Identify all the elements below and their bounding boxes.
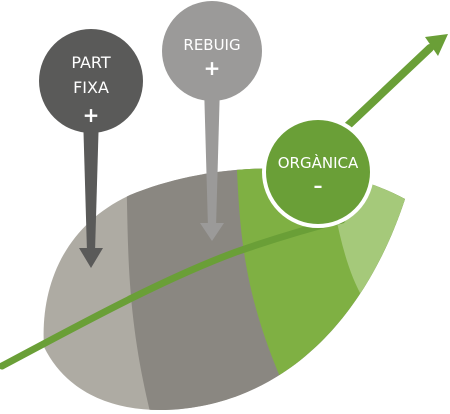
part-fixa-pin-stem [83,115,99,252]
organica-badge: ORGÀNICA – [262,116,374,228]
part-fixa-circle [39,29,143,133]
leaf-midrib [0,216,346,370]
part-fixa-sign: + [83,103,100,127]
rebuig-label: REBUIG [183,36,240,54]
organica-arrowhead [425,34,448,56]
organica-circle [262,116,374,228]
organica-sign: – [314,176,323,197]
rebuig-arrowhead [200,223,224,241]
rebuig-sign: + [204,56,221,80]
part-fixa-pin: PART FIXA + [39,29,143,268]
rebuig-pin-stem [204,85,220,228]
organica-label: ORGÀNICA [278,153,359,172]
part-fixa-label-line1: PART [71,53,111,72]
part-fixa-arrowhead [79,248,103,268]
rebuig-circle [162,1,262,101]
rebuig-pin: REBUIG + [162,1,262,241]
part-fixa-label-line2: FIXA [73,78,109,97]
leaf-shape [43,168,405,411]
